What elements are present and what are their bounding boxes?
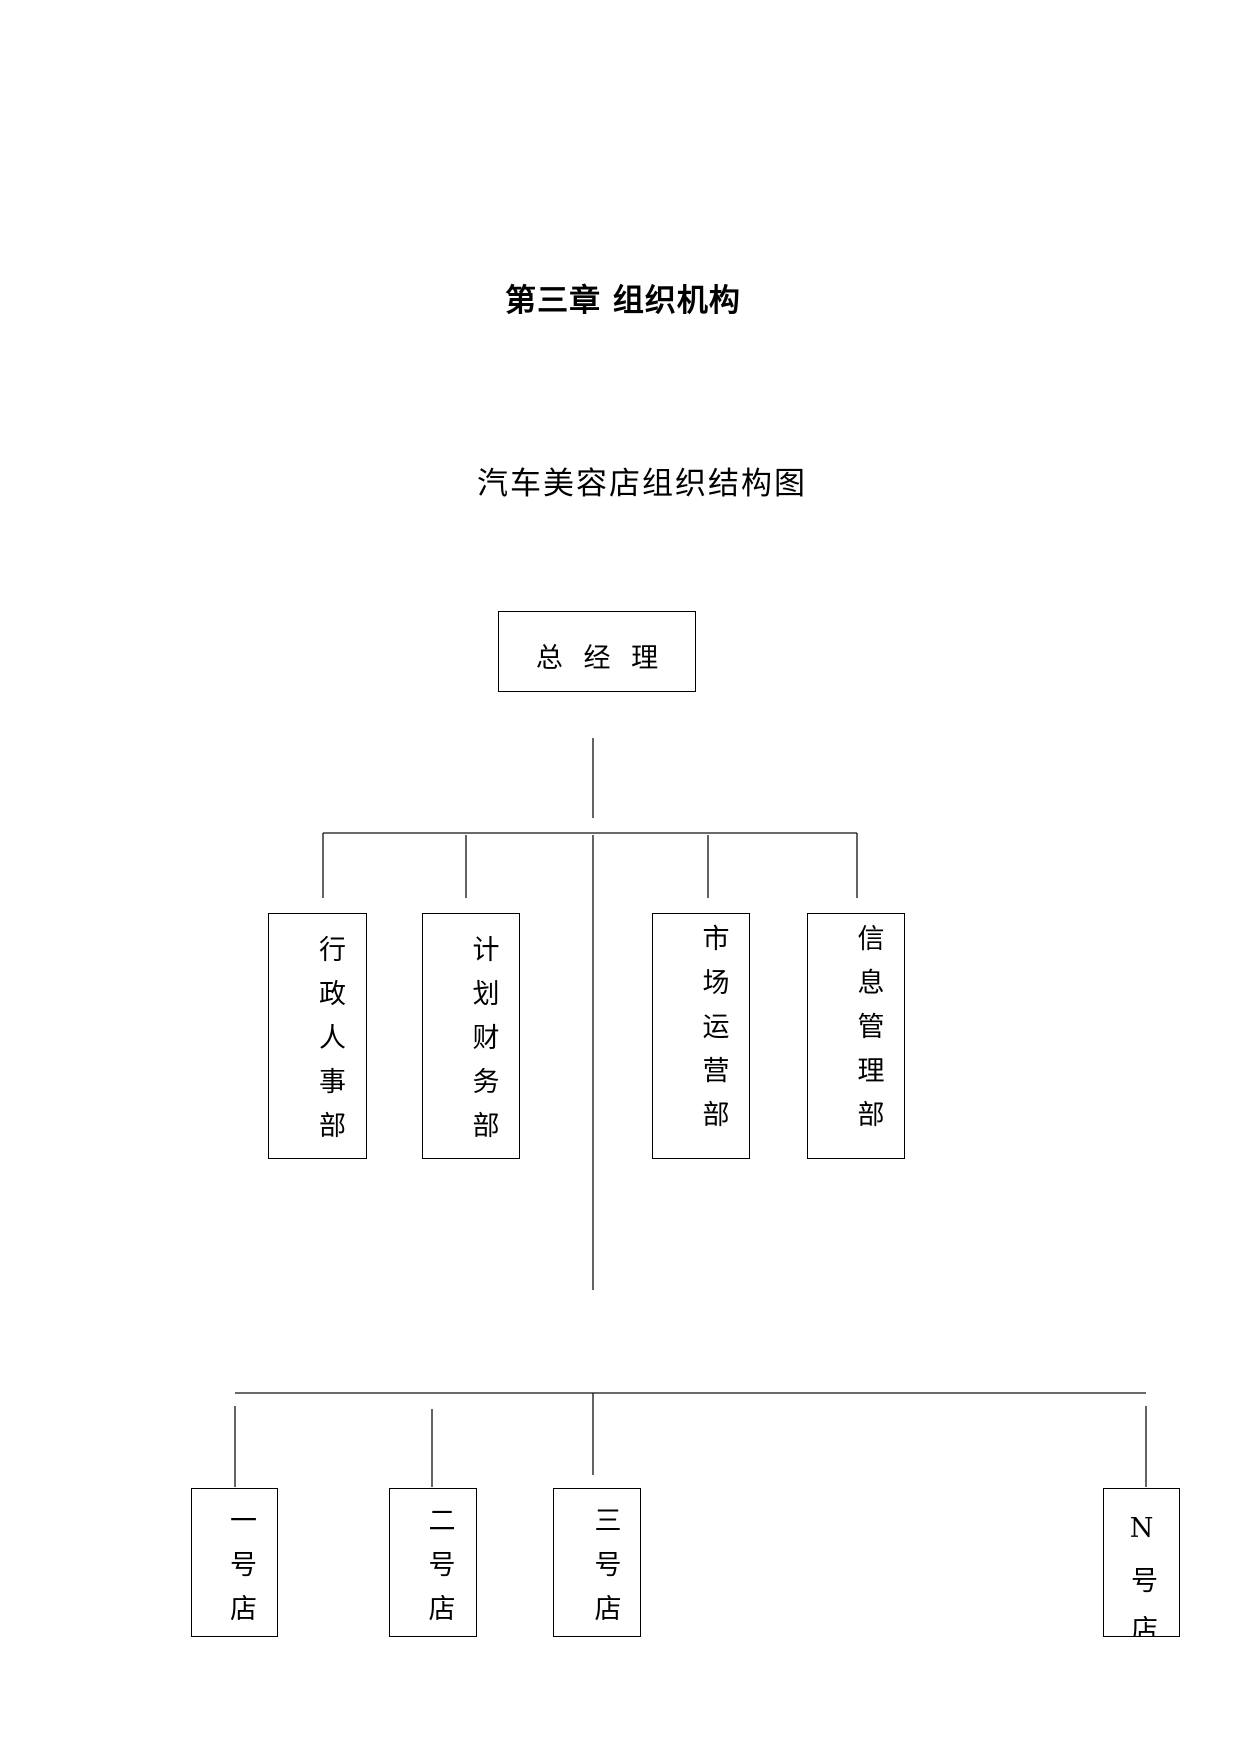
department-label: 计划财务部 (467, 935, 499, 1155)
general-manager-label: 总 经 理 (535, 643, 665, 674)
store-label: 一号店 (225, 1506, 256, 1637)
store-label: 三号店 (589, 1506, 621, 1637)
department-label: 市场运营部 (697, 924, 729, 1144)
store-node-1: 一号店 (191, 1488, 278, 1637)
store-node-3: 三号店 (553, 1488, 641, 1637)
store-label: 二号店 (423, 1506, 455, 1637)
chapter-title: 第三章 组织机构 (505, 283, 741, 319)
store-label: N号店 (1126, 1513, 1157, 1637)
department-node-information-management: 信息管理部 (807, 913, 905, 1159)
department-node-planning-finance: 计划财务部 (422, 913, 520, 1159)
department-label: 行政人事部 (314, 935, 345, 1155)
org-chart-title: 汽车美容店组织结构图 (477, 466, 807, 502)
store-node-2: 二号店 (389, 1488, 477, 1637)
department-node-admin-hr: 行政人事部 (268, 913, 367, 1159)
store-node-n: N号店 (1103, 1488, 1180, 1637)
department-label: 信息管理部 (852, 924, 884, 1144)
general-manager-node: 总 经 理 (498, 611, 696, 692)
department-node-marketing-operations: 市场运营部 (652, 913, 750, 1159)
